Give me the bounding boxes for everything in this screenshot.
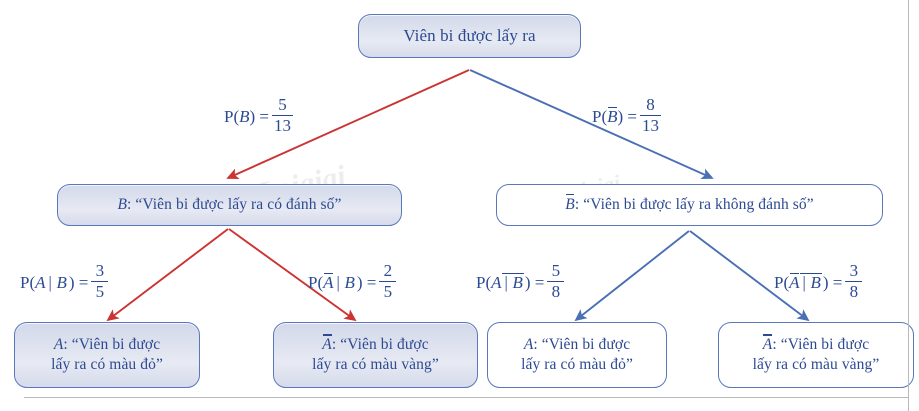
prob-p-A-given-Bbar-fraction: 5 8: [547, 261, 565, 302]
node-Abar-given-B-label: A: “Viên bi được lấy ra có màu vàng”: [304, 334, 447, 375]
node-A-given-B-label: A: “Viên bi được lấy ra có màu đỏ”: [43, 335, 171, 375]
prob-p-Abar-given-B-arg: A: [323, 273, 334, 293]
node-Abar-given-B-text: : “Viên bi được lấy ra có màu vàng”: [312, 336, 439, 373]
page-border-right: [908, 0, 909, 411]
node-B[interactable]: B: “Viên bi được lấy ra có đánh số”: [57, 184, 402, 226]
node-Bbar[interactable]: B: “Viên bi được lấy ra không đánh số”: [496, 184, 883, 226]
prob-label-p-Abar-given-B: P(A| B) = 2 5: [308, 261, 397, 302]
prob-p-Abar-given-Bbar-prefix: P(: [774, 273, 790, 293]
prob-p-Abar-given-Bbar-suffix: ) =: [822, 273, 843, 293]
prob-p-B-suffix: ) =: [249, 107, 270, 127]
node-Abar-given-B[interactable]: A: “Viên bi được lấy ra có màu vàng”: [273, 322, 478, 388]
prob-p-A-given-Bbar-numerator: 5: [551, 261, 561, 280]
node-Abar-given-Bbar-text: : “Viên bi được lấy ra có màu vàng”: [752, 336, 880, 373]
prob-p-A-given-Bbar-suffix: ) =: [524, 273, 545, 293]
node-A-given-B[interactable]: A: “Viên bi được lấy ra có màu đỏ”: [14, 322, 200, 388]
prob-p-Bbar-vinculum: [640, 114, 662, 117]
prob-p-B-arg: B: [239, 107, 250, 127]
prob-label-p-A-given-B: P(A| B) = 3 5: [20, 261, 109, 302]
prob-p-A-given-B-arg: A: [35, 273, 46, 293]
arrow-B-to-Abar: [228, 228, 357, 322]
prob-p-Bbar-denominator: 13: [642, 116, 660, 136]
prob-p-A-given-B-suffix: ) =: [68, 273, 89, 293]
prob-p-Bbar-prefix: P(: [592, 107, 608, 127]
node-A-given-B-text: : “Viên bi được lấy ra có màu đỏ”: [51, 336, 163, 373]
prob-label-p-A-given-Bbar: P(A| B) = 5 8: [476, 261, 565, 302]
node-A-given-Bbar-symbol: A: [523, 336, 534, 354]
node-Abar-given-Bbar[interactable]: A: “Viên bi được lấy ra có màu vàng”: [718, 322, 914, 388]
node-B-text: : “Viên bi được lấy ra có đánh số”: [127, 196, 342, 214]
prob-p-Abar-given-B-fraction: 2 5: [379, 261, 397, 302]
prob-label-p-Abar-given-Bbar: P(A| B) = 3 8: [774, 261, 863, 302]
node-Bbar-label: B: “Viên bi được lấy ra không đánh số”: [557, 194, 821, 215]
node-Abar-given-Bbar-symbol: A: [762, 334, 773, 354]
prob-p-Abar-given-B-denominator: 5: [383, 282, 393, 302]
prob-p-Bbar-suffix: ) =: [617, 107, 638, 127]
node-B-symbol: B: [117, 196, 128, 214]
prob-p-Abar-given-B-cond: | B: [335, 273, 355, 293]
node-root-label: Viên bi được lấy ra: [403, 26, 536, 46]
node-A-given-Bbar-label: A: “Viên bi được lấy ra có màu đỏ”: [513, 335, 641, 375]
prob-p-A-given-Bbar-cond: | B: [502, 273, 525, 293]
prob-label-p-B: P(B) = 5 13: [224, 95, 294, 136]
arrow-B-to-A: [106, 228, 229, 322]
node-A-given-Bbar[interactable]: A: “Viên bi được lấy ra có màu đỏ”: [487, 322, 667, 388]
prob-p-A-given-B-prefix: P(: [20, 273, 36, 293]
prob-p-A-given-Bbar-denominator: 8: [551, 282, 561, 302]
prob-p-Abar-given-Bbar-arg: A: [789, 273, 800, 293]
prob-p-A-given-Bbar-prefix: P(: [476, 273, 492, 293]
prob-p-B-fraction: 5 13: [272, 95, 294, 136]
prob-p-Abar-given-Bbar-vinculum: [845, 280, 863, 283]
node-B-label: B: “Viên bi được lấy ra có đánh số”: [109, 195, 349, 215]
prob-p-Abar-given-Bbar-denominator: 8: [849, 282, 859, 302]
node-root[interactable]: Viên bi được lấy ra: [358, 14, 581, 58]
prob-p-Bbar-arg: B: [607, 107, 618, 127]
node-A-given-B-symbol: A: [53, 336, 64, 354]
prob-p-Abar-given-B-vinculum: [379, 280, 397, 283]
prob-p-A-given-B-fraction: 3 5: [91, 261, 109, 302]
arrow-root-to-B: [226, 69, 470, 180]
page-border-bottom: [24, 397, 908, 398]
prob-p-Abar-given-B-numerator: 2: [383, 261, 393, 280]
prob-p-A-given-Bbar-vinculum: [547, 280, 565, 283]
node-Abar-given-B-symbol: A: [322, 334, 332, 354]
prob-p-A-given-B-vinculum: [91, 280, 109, 283]
prob-p-Bbar-numerator: 8: [646, 95, 655, 114]
prob-label-p-Bbar: P(B) = 8 13: [592, 95, 662, 136]
prob-p-A-given-B-denominator: 5: [95, 282, 105, 302]
arrow-Bbar-to-Abar: [689, 230, 810, 322]
node-Bbar-symbol: B: [565, 194, 575, 214]
arrow-root-to-Bbar: [469, 69, 714, 180]
prob-p-B-denominator: 13: [274, 116, 292, 136]
prob-p-B-prefix: P(: [224, 107, 240, 127]
node-A-given-Bbar-text: : “Viên bi được lấy ra có màu đỏ”: [521, 336, 633, 373]
prob-p-Abar-given-B-suffix: ) =: [356, 273, 377, 293]
arrow-Bbar-to-A: [574, 230, 690, 322]
prob-p-A-given-B-cond: | B: [47, 273, 67, 293]
node-Bbar-text: : “Viên bi được lấy ra không đánh số”: [574, 196, 814, 214]
node-Abar-given-Bbar-label: A: “Viên bi được lấy ra có màu vàng”: [745, 334, 888, 375]
prob-p-B-numerator: 5: [278, 95, 287, 114]
prob-p-Abar-given-B-prefix: P(: [308, 273, 324, 293]
prob-p-A-given-B-numerator: 3: [95, 261, 105, 280]
prob-p-A-given-Bbar-arg: A: [491, 273, 502, 293]
prob-p-Abar-given-Bbar-fraction: 3 8: [845, 261, 863, 302]
prob-p-Abar-given-Bbar-cond: | B: [800, 273, 823, 293]
prob-p-Abar-given-Bbar-numerator: 3: [849, 261, 859, 280]
prob-p-Bbar-fraction: 8 13: [640, 95, 662, 136]
prob-p-B-vinculum: [272, 114, 294, 117]
